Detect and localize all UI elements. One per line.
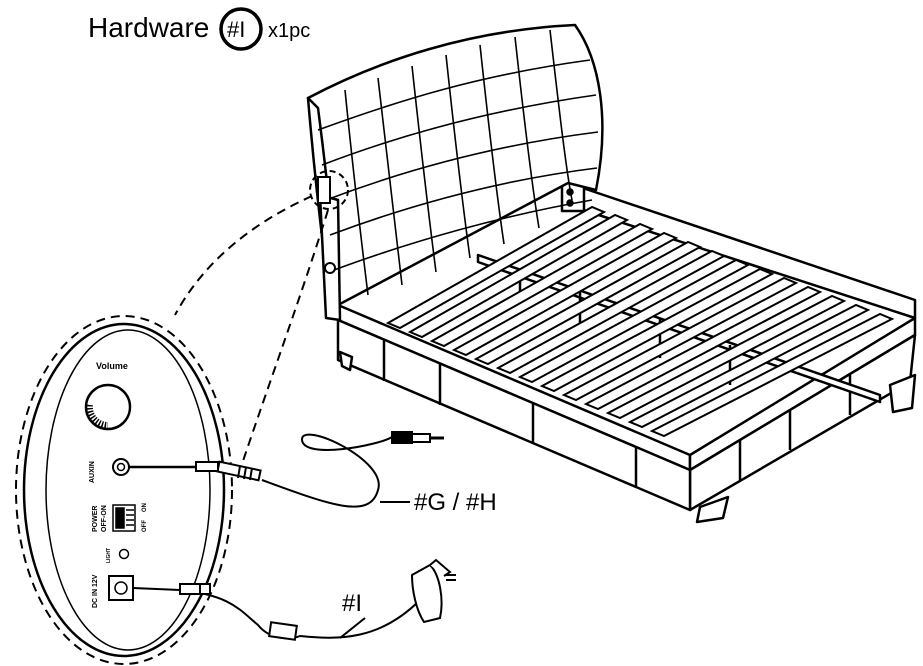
ferrite-bead bbox=[268, 621, 298, 641]
headboard-controls bbox=[309, 170, 349, 274]
panel-face bbox=[45, 329, 211, 651]
near-rail-face bbox=[336, 318, 692, 512]
hardware-qty: x1pc bbox=[268, 20, 310, 42]
audio-plug-right bbox=[391, 431, 444, 444]
zoom-connector bbox=[174, 195, 329, 471]
control-box bbox=[317, 176, 331, 204]
hardware-word: Hardware bbox=[88, 12, 209, 43]
hardware-code-circle bbox=[219, 7, 263, 51]
headboard-post bbox=[318, 193, 342, 322]
auxin-label: AUXIN bbox=[89, 461, 96, 483]
light-indicator bbox=[118, 548, 130, 560]
leg-front-right bbox=[888, 373, 917, 414]
control-panel-zoom: Volume AUXIN POWER OFF-ON ON OFF LIGHT D… bbox=[15, 315, 233, 665]
headboard-tufting bbox=[317, 29, 599, 296]
power-label-2: OFF-ON bbox=[101, 505, 108, 532]
control-callout-circle bbox=[309, 170, 349, 210]
hardware-header: Hardware #I x1pc bbox=[88, 7, 310, 51]
light-label: LIGHT bbox=[106, 548, 112, 563]
speaker bbox=[324, 262, 336, 274]
power-leader bbox=[339, 617, 366, 639]
bed-slats bbox=[385, 205, 895, 438]
switch-on-label: ON bbox=[142, 503, 148, 512]
audio-plug-left bbox=[128, 460, 262, 482]
audio-cable-line bbox=[261, 433, 393, 508]
leg-front-left bbox=[695, 495, 730, 524]
far-side-rail bbox=[566, 181, 917, 320]
power-adapter bbox=[132, 558, 456, 641]
knob-grip bbox=[86, 404, 109, 429]
wall-adapter bbox=[410, 558, 456, 624]
volume-knob[interactable] bbox=[84, 383, 132, 431]
dc-plug bbox=[179, 583, 211, 595]
power-switch[interactable] bbox=[112, 504, 136, 532]
hardware-code: #I bbox=[227, 17, 245, 42]
leg-back-left bbox=[338, 350, 354, 372]
power-adapter-callout: #I bbox=[342, 590, 362, 617]
panel-outer-dashed bbox=[15, 315, 233, 665]
volume-label: Volume bbox=[96, 361, 128, 371]
power-label-1: POWER bbox=[92, 506, 99, 532]
dc-in-label: DC IN 12V bbox=[92, 574, 99, 608]
audio-cable bbox=[128, 431, 444, 508]
switch-off-label: OFF bbox=[142, 520, 148, 532]
audio-cable-callout: #G / #H bbox=[414, 489, 497, 516]
